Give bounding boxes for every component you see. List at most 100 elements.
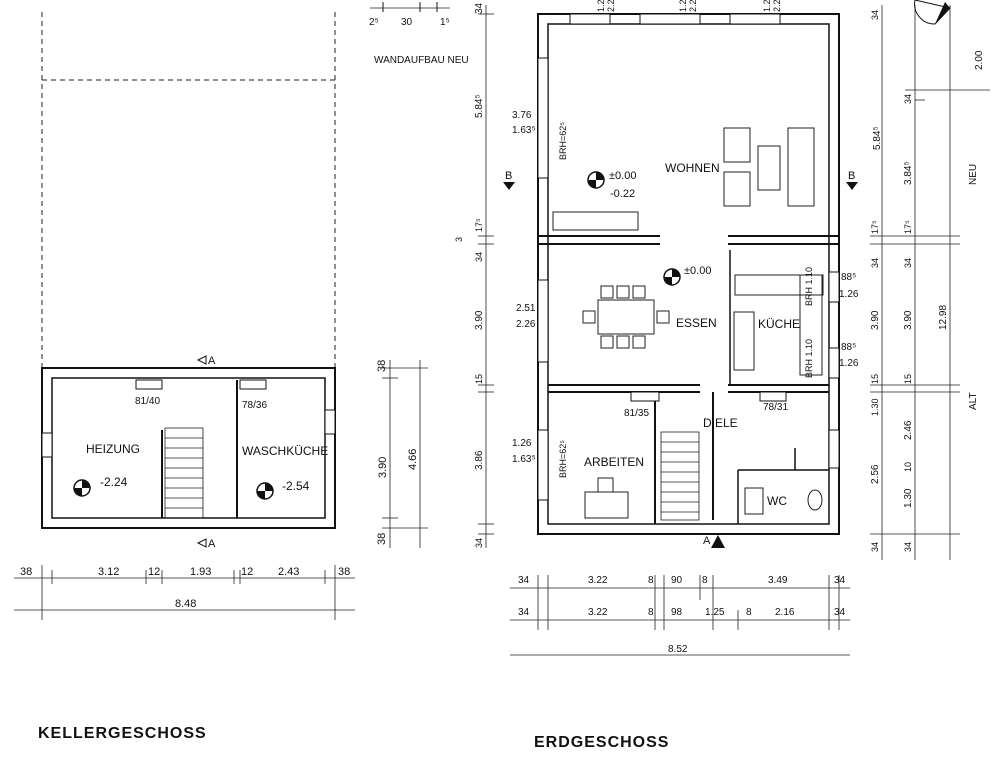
kitchen-furniture xyxy=(733,274,824,376)
study-furniture xyxy=(584,477,629,519)
gdim-r1-4: 15 xyxy=(870,374,880,384)
gdim-b1-6: 34 xyxy=(834,575,846,586)
basement-total-width: 8.48 xyxy=(175,598,196,610)
gdim-r1-7: 34 xyxy=(870,542,880,552)
wall-dim-1: 2⁵ xyxy=(369,17,379,28)
win-top-1: 1.26 xyxy=(596,0,606,12)
basement-window-1-label: 81/40 xyxy=(135,396,160,407)
win-kitchen-right-3: 88⁵ xyxy=(841,342,856,353)
basement-window-2 xyxy=(239,379,267,390)
gdim-r2-9: 1.30 xyxy=(903,488,914,508)
section-b-left-label: B xyxy=(505,170,512,182)
upper-floor-outline xyxy=(41,12,336,368)
win-top-4: 2.2 xyxy=(688,0,698,12)
basement-window-left xyxy=(41,432,53,458)
win-top-2: 2.2 xyxy=(606,0,616,12)
basement-dim-b5: 2.43 xyxy=(278,566,299,578)
level-marker-heating xyxy=(73,479,91,497)
level-heating: -2.24 xyxy=(100,475,128,489)
ground-stairs xyxy=(660,431,700,521)
gdim-l7: 3.86 xyxy=(474,450,485,470)
gdim-l5: 3.90 xyxy=(474,310,485,330)
basement-window-2-label: 78/36 xyxy=(242,400,267,411)
gdim-l3: 3 xyxy=(454,237,464,242)
basement-dim-r0: 38 xyxy=(376,360,388,372)
gdim-r2-10: 34 xyxy=(903,542,913,552)
basement-dim-lines xyxy=(14,360,428,620)
win-study-left-1: 1.26 xyxy=(512,438,532,449)
win-study-window: 81/35 xyxy=(624,408,649,419)
gdim-r1-2: 34 xyxy=(870,258,880,268)
gdim-r2-4: 34 xyxy=(903,258,913,268)
wall-build-label: WANDAUFBAU NEU xyxy=(374,55,469,66)
gdim-r3-0: 2.00 xyxy=(974,50,985,70)
basement-dim-b4: 12 xyxy=(241,566,253,578)
level-laundry: -2.54 xyxy=(282,479,310,493)
room-label-living: WOHNEN xyxy=(665,161,720,175)
win-top-6: 2.2 xyxy=(772,0,782,12)
basement-dim-b1: 3.12 xyxy=(98,566,119,578)
win-living-brh: BRH=62⁵ xyxy=(558,122,568,160)
section-b-right xyxy=(846,182,858,190)
ground-windows xyxy=(537,13,840,501)
win-kitchen-right-2: 1.26 xyxy=(839,289,859,300)
room-label-study: ARBEITEN xyxy=(584,455,644,469)
gdim-r2-2: 3.84⁵ xyxy=(903,161,914,185)
gdim-b2-0: 34 xyxy=(518,607,530,618)
room-label-kitchen: KÜCHE xyxy=(758,317,800,331)
gdim-r3-1: 12.98 xyxy=(938,305,949,330)
wall-dim-2: 30 xyxy=(401,17,413,28)
gdim-b1-1: 3.22 xyxy=(588,575,608,586)
win-top-5: 1.26 xyxy=(762,0,772,12)
win-study-brh: BRH=62⁵ xyxy=(558,440,568,478)
dining-furniture xyxy=(582,285,670,349)
gdim-b2-4: 1.25 xyxy=(705,607,725,618)
wall-dim-3: 1⁵ xyxy=(440,17,450,28)
section-arrow-bottom xyxy=(196,538,207,548)
gdim-l1: 5.84⁵ xyxy=(474,94,485,118)
gdim-b1-0: 34 xyxy=(518,575,530,586)
gdim-r1-5: 1.30 xyxy=(870,398,880,416)
basement-stairs xyxy=(164,427,204,519)
north-arrow xyxy=(914,0,951,25)
wall-buildup-detail: 2⁵ 30 1⁵ WANDAUFBAU NEU xyxy=(369,2,469,66)
win-kitchen-brh-2: BRH 1.10 xyxy=(804,339,814,378)
basement-window-right xyxy=(324,409,336,435)
room-label-dining: ESSEN xyxy=(676,316,717,330)
basement-total-height: 4.66 xyxy=(407,449,419,470)
gdim-b2-5: 8 xyxy=(746,607,752,618)
living-furniture xyxy=(552,127,815,231)
gdim-l2: 17⁵ xyxy=(474,218,484,232)
title-basement: KELLERGESCHOSS xyxy=(38,725,207,742)
basement-dim-b3: 1.93 xyxy=(190,566,211,578)
gdim-r2-6: 15 xyxy=(903,374,913,384)
wc-fixtures xyxy=(744,487,823,515)
gdim-b2-1: 3.22 xyxy=(588,607,608,618)
gdim-r2-0: 34 xyxy=(903,94,913,104)
gdim-r2-1: 5.84⁵ xyxy=(872,126,883,150)
basement-dim-b6: 38 xyxy=(338,566,350,578)
gdim-b1-5: 3.49 xyxy=(768,575,788,586)
level-marker-living xyxy=(587,171,605,189)
gdim-l6: 15 xyxy=(474,374,484,384)
level-dining: ±0.00 xyxy=(684,265,711,277)
gdim-b1-2: 8 xyxy=(648,575,654,586)
win-living-left-1: 3.76 xyxy=(512,110,532,121)
side-label-new: NEU xyxy=(968,164,979,185)
win-living-left-2: 1.63⁵ xyxy=(512,125,536,136)
win-kitchen-right-1: 88⁵ xyxy=(841,272,856,283)
win-kitchen-right-4: 1.26 xyxy=(839,358,859,369)
gdim-r1-3: 3.90 xyxy=(870,310,881,330)
ground-dim-lines xyxy=(478,5,990,656)
level-living-top: ±0.00 xyxy=(609,170,636,182)
gdim-l8: 34 xyxy=(474,538,484,548)
section-arrow-top xyxy=(196,355,207,365)
gdim-r1-1: 17⁵ xyxy=(870,220,880,234)
basement-dim-b0: 38 xyxy=(20,566,32,578)
ground-floor-plan: WOHNEN ESSEN KÜCHE DIELE ARBEITEN WC ±0.… xyxy=(503,0,859,548)
gdim-r1-6: 2.56 xyxy=(870,464,881,484)
side-label-old: ALT xyxy=(968,392,979,410)
room-label-heating: HEIZUNG xyxy=(86,442,140,456)
room-label-hall: DIELE xyxy=(703,416,738,430)
